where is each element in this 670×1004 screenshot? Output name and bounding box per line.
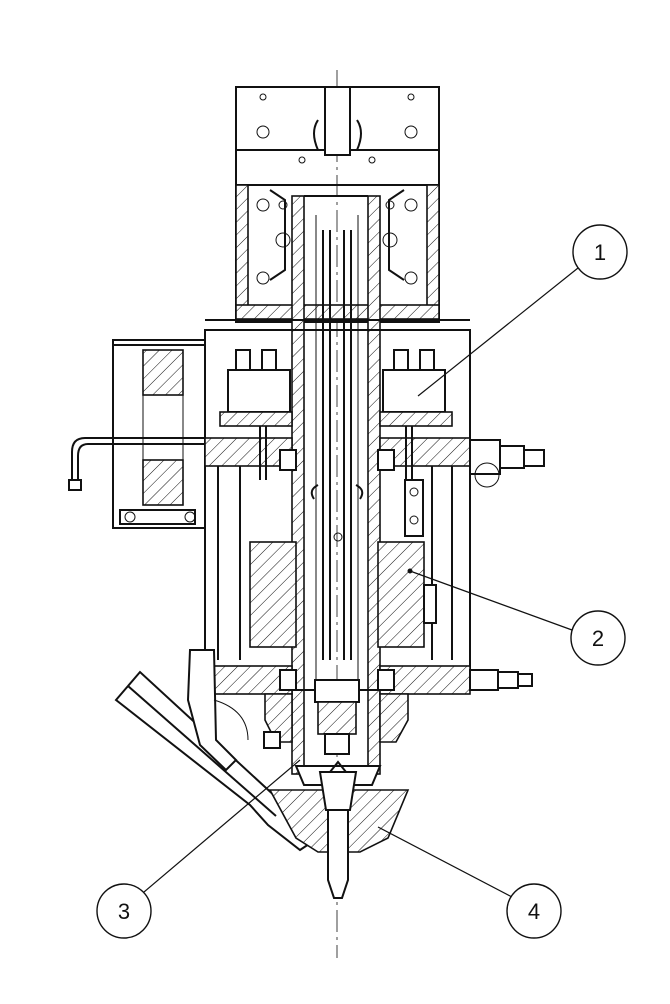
svg-text:4: 4 [528,899,540,924]
svg-text:2: 2 [592,626,604,651]
upper-terminal-block [219,349,453,480]
callout-1: 1 [417,224,628,397]
callout-2: 2 [409,570,626,666]
magnet-coil [249,479,437,648]
right-side-fittings [469,439,545,691]
top-mounting-bracket [235,86,440,323]
left-side-box [68,339,206,529]
lower-valve-body [263,679,409,786]
main-housing [204,319,471,695]
svg-text:1: 1 [594,240,606,265]
nozzle-hopper [268,760,410,899]
callout-4: 4 [377,826,562,939]
callout-3: 3 [96,759,301,939]
svg-text:3: 3 [118,899,130,924]
